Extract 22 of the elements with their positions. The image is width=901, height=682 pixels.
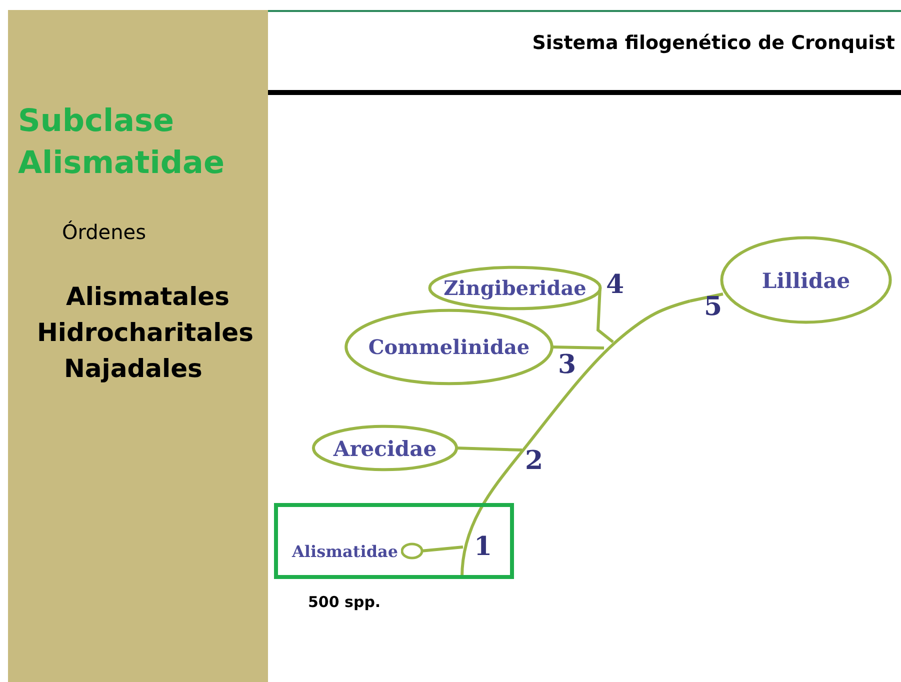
branch-line — [552, 346, 604, 350]
branch-number: 2 — [525, 446, 544, 476]
branch-line — [690, 292, 724, 302]
branch-number: 5 — [704, 292, 722, 322]
branch-number: 1 — [474, 532, 492, 562]
order-name: Alismatales — [66, 282, 230, 311]
order-name: Hidrocharitales — [37, 318, 254, 347]
subclass-heading: Subclase Alismatidae — [18, 102, 226, 183]
branch-line — [420, 546, 464, 552]
order-name: Najadales — [64, 354, 202, 383]
clade-balloon: Lillidae — [720, 235, 892, 325]
node-label: Alismatidae — [292, 542, 398, 560]
clade-balloon: Commelinidae — [344, 308, 554, 386]
clade-balloon: Zingiberidae — [428, 266, 602, 310]
section-label: Órdenes — [62, 220, 146, 244]
node-caption: 500 spp. — [308, 593, 381, 611]
branch-number: 3 — [558, 350, 576, 380]
branch-line — [596, 288, 614, 344]
clade-balloon: Alismatidae — [292, 538, 424, 564]
clade-balloon: Arecidae — [312, 425, 458, 471]
slide-title: Sistema filogenético de Cronquist — [532, 32, 895, 54]
branch-number: 4 — [606, 270, 624, 300]
